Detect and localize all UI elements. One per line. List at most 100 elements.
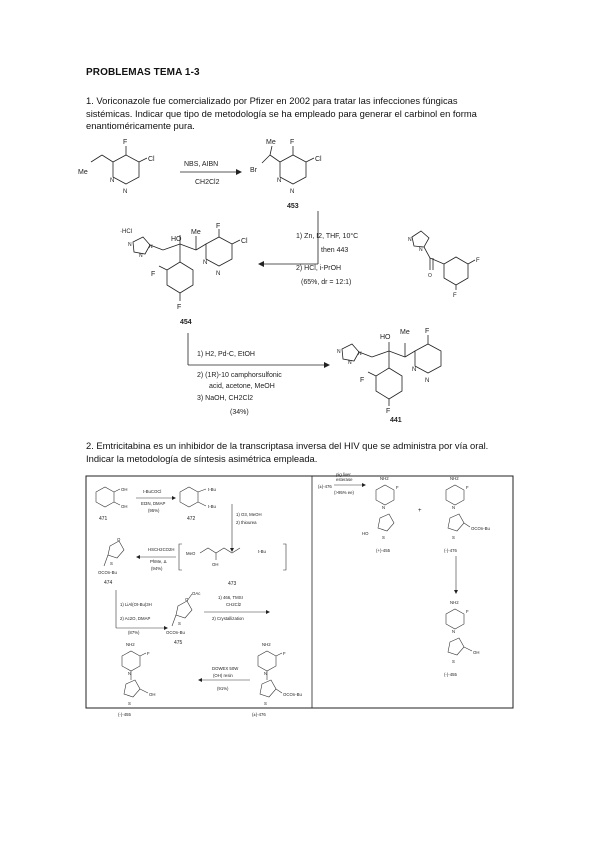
n-label: N: [110, 178, 114, 184]
question-2-line-2: Indicar la metodología de síntesis asimé…: [86, 452, 318, 464]
f-label: F: [151, 271, 155, 278]
step-label: 2) Ac2O, DMAP: [120, 616, 150, 621]
s-label: S: [382, 535, 385, 540]
arrow-head: [324, 362, 330, 368]
arrow-head: [198, 678, 202, 682]
compound-472: t-Bu t-Bu 472: [179, 486, 216, 522]
step-label: t-BuCOCl: [143, 489, 161, 494]
compound-number: (-)-476: [444, 548, 458, 553]
compound-number: 471: [99, 516, 108, 522]
starting-material: Me F Cl N N: [78, 139, 155, 195]
arrow-head: [230, 548, 234, 552]
ocobu-label: OCOn-Bu: [98, 570, 117, 575]
compound-number: (+)-455: [376, 548, 391, 553]
s-label: S: [128, 701, 131, 706]
step-label: PhMe, Δ: [150, 559, 167, 564]
ocobu-label: OCOn-Bu: [283, 692, 302, 697]
cl-label: Cl: [315, 156, 322, 163]
arrow-head: [454, 590, 458, 594]
br-label: Br: [250, 167, 258, 174]
o-label: O: [117, 537, 121, 542]
o-label: O: [428, 273, 432, 279]
ocobu-label: OCOn-Bu: [166, 630, 185, 635]
compound-471: OH OH 471: [95, 486, 127, 522]
s-label: S: [452, 659, 455, 664]
compound-441: N N N HO Me F N N F F 441: [337, 328, 442, 424]
oh-label: OH: [121, 504, 127, 509]
n-label: N: [203, 260, 207, 266]
oh-label: OH: [149, 692, 155, 697]
step-label: (95%): [148, 508, 160, 513]
compound-number: 474: [104, 580, 113, 586]
nh2-label: NH2: [450, 476, 459, 481]
n-label: N: [128, 671, 131, 676]
f-label: F: [476, 258, 480, 264]
step2-line3: 2) HCl, i-PrOH: [296, 265, 341, 272]
question-1-line-2: sistémicas. Indicar que tipo de metodolo…: [86, 107, 477, 119]
compound-473: MeO OH t-Bu 473: [178, 543, 287, 587]
tbu-label: t-Bu: [208, 487, 216, 492]
oac-label: OAc: [192, 591, 201, 596]
compound-number: 453: [287, 203, 299, 210]
n-label: N: [452, 505, 455, 510]
step-label: DOWEX 50W: [212, 666, 239, 671]
meo-label: MeO: [186, 551, 196, 556]
compound-455-product: NH2 F N S OH (-)-455: [118, 642, 155, 717]
n-label: N: [149, 244, 153, 250]
f-label: F: [360, 377, 364, 384]
f-label: F: [466, 609, 469, 614]
n-label: N: [419, 247, 423, 253]
n-label: N: [408, 237, 412, 243]
n-label: N: [128, 242, 132, 248]
heading: PROBLEMAS TEMA 1-3: [86, 67, 200, 78]
s-label: S: [110, 561, 113, 566]
n-label: N: [382, 505, 385, 510]
step2-line1: 1) Zn, I2, THF, 10°C: [296, 232, 358, 240]
solvent-top: CH2Cl2: [195, 179, 220, 186]
n-label: N: [290, 189, 294, 195]
nh2-label: NH2: [450, 600, 459, 605]
n-label: N: [452, 629, 455, 634]
question-1-line-3: enantioméricamente pura.: [86, 120, 195, 132]
step-label: 1) LiAl(Ot-Bu)3H: [120, 602, 152, 607]
arrow-head: [258, 261, 264, 267]
compound-number: 441: [390, 417, 402, 424]
step-label: (>95% ee): [334, 490, 355, 495]
step-label: (OH) resin: [213, 673, 233, 678]
nh2-label: NH2: [126, 642, 135, 647]
compound-number: 475: [174, 640, 183, 646]
question-1-line-1: 1. Voriconazole fue comercializado por P…: [86, 95, 458, 106]
oh-label: OH: [473, 650, 479, 655]
compound-475: OAc O S OCOn-Bu 475: [166, 591, 201, 646]
f-label: F: [425, 328, 429, 335]
ho-label: HO: [171, 236, 182, 243]
step-label: 2) Crystallization: [212, 616, 244, 621]
f-label: F: [216, 223, 220, 230]
compound-455-final: NH2 F N S OH (-)-455: [444, 600, 479, 677]
arrow-head: [362, 483, 366, 487]
n-label: N: [337, 349, 341, 355]
nh2-label: NH2: [380, 476, 389, 481]
compound-number: 472: [187, 516, 196, 522]
ocobu-label: OCOn-Bu: [471, 526, 490, 531]
n-label: N: [123, 189, 127, 195]
f-label: F: [177, 304, 181, 311]
n-label: N: [277, 178, 281, 184]
arrow-head: [236, 169, 242, 175]
compound-455-plus: NH2 F N S HO (+)-455: [362, 476, 399, 553]
f-label: F: [290, 139, 294, 146]
compound-number: (-)-455: [444, 672, 458, 677]
compound-number: (-)-455: [118, 712, 132, 717]
compound-443: N N O F F: [408, 230, 480, 299]
question-2: 2. Emtricitabina es un inhibidor de la t…: [86, 440, 526, 465]
compound-454: ·HCl N N N HO Me F Cl N N F F 454: [120, 223, 248, 326]
step-label: CH2Cl2: [226, 602, 242, 607]
step3-line5: (34%): [230, 409, 249, 416]
substrate-label: (±)-476: [318, 484, 332, 489]
cl-label: Cl: [148, 156, 155, 163]
o-label: O: [185, 597, 189, 602]
step2-line2: then 443: [321, 247, 348, 254]
step-label: 2) thiourea: [236, 520, 257, 525]
oh-label: OH: [121, 487, 127, 492]
